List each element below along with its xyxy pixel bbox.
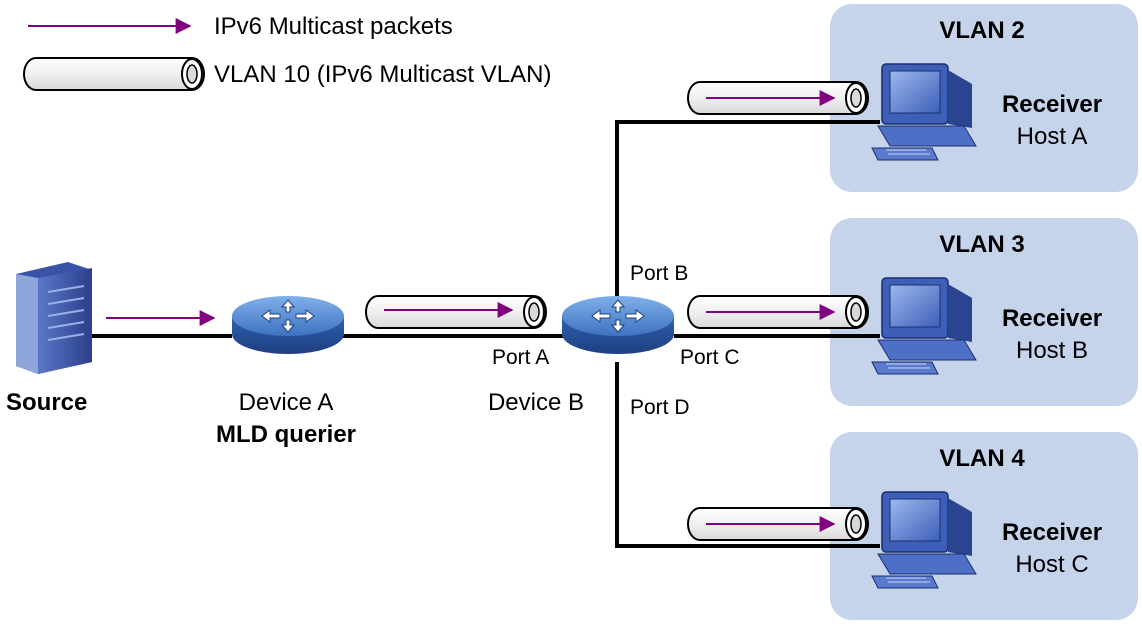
vlan-2-host: Host A — [1017, 123, 1088, 150]
legend-tunnel-icon — [23, 57, 205, 91]
tunnel-icon — [365, 295, 547, 329]
source-label: Source — [6, 389, 87, 416]
vlan-4-name: VLAN 4 — [939, 445, 1025, 472]
vlan-3-host: Host B — [1016, 337, 1088, 364]
device-a-router-icon — [231, 295, 345, 355]
vlan-4-role: Receiver — [1002, 519, 1102, 546]
legend: IPv6 Multicast packets VLAN 10 (IPv6 Mul… — [23, 13, 551, 91]
vlan-2-role: Receiver — [1002, 91, 1102, 118]
device-a-label: Device A — [239, 389, 334, 416]
links — [92, 120, 880, 548]
device-a-role: MLD querier — [216, 421, 356, 448]
legend-vlan-label: VLAN 10 (IPv6 Multicast VLAN) — [214, 61, 551, 88]
port-b-label: Port B — [630, 262, 688, 285]
vlan-2-name: VLAN 2 — [939, 17, 1024, 44]
legend-packets-label: IPv6 Multicast packets — [214, 13, 453, 40]
port-a-label: Port A — [492, 346, 549, 369]
device-b-label: Device B — [488, 389, 584, 416]
vlan-3-name: VLAN 3 — [939, 231, 1024, 258]
port-c-label: Port C — [680, 346, 740, 369]
vlan-3-role: Receiver — [1002, 305, 1102, 332]
port-d-label: Port D — [630, 396, 690, 419]
server-icon — [16, 262, 92, 374]
vlan-4-host: Host C — [1015, 551, 1088, 578]
device-b-router-icon — [561, 295, 675, 355]
